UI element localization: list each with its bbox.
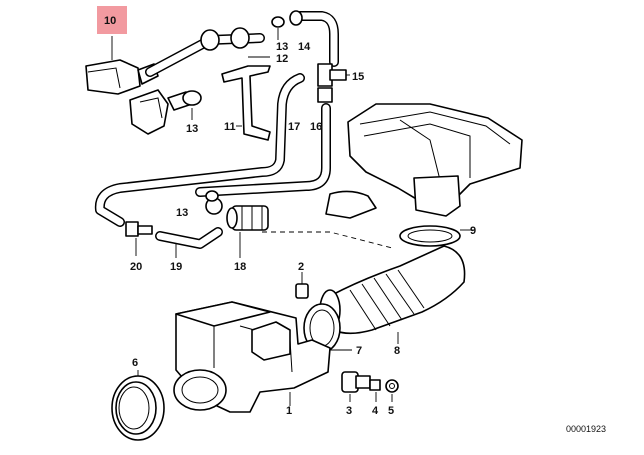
label-part-3[interactable]: 3 <box>346 405 352 417</box>
reference-number: 00001923 <box>566 424 606 434</box>
hose-16 <box>195 103 331 197</box>
label-part-19[interactable]: 19 <box>170 261 182 273</box>
sensor-3 <box>341 371 371 402</box>
hose-19 <box>155 227 223 258</box>
label-part-14[interactable]: 14 <box>298 41 311 53</box>
clamp-ring-9 <box>399 225 474 247</box>
label-part-5[interactable]: 5 <box>388 405 394 417</box>
check-valve-18 <box>226 205 269 258</box>
intake-boot-8 <box>319 245 466 344</box>
hose-14 <box>289 10 339 67</box>
highlight-box-part-10 <box>97 6 127 34</box>
connector-20 <box>125 221 153 256</box>
label-part-8[interactable]: 8 <box>394 345 400 357</box>
label-part-20[interactable]: 20 <box>130 261 142 273</box>
nut-4 <box>369 379 381 402</box>
label-part-13-top[interactable]: 13 <box>276 41 288 53</box>
plug-2 <box>295 272 309 299</box>
label-part-4[interactable]: 4 <box>372 405 379 417</box>
label-part-9[interactable]: 9 <box>470 225 476 237</box>
label-part-6[interactable]: 6 <box>132 357 138 369</box>
label-part-1[interactable]: 1 <box>286 405 292 417</box>
label-part-10[interactable]: 10 <box>104 15 116 27</box>
label-part-11[interactable]: 11 <box>224 121 236 133</box>
hose-clamp-13c <box>205 190 223 215</box>
label-part-18[interactable]: 18 <box>234 261 246 273</box>
air-filter-housing <box>325 103 523 219</box>
label-part-7[interactable]: 7 <box>356 345 362 357</box>
air-flow-meter-1 <box>173 301 331 413</box>
label-part-12[interactable]: 12 <box>276 53 288 65</box>
label-part-17[interactable]: 17 <box>288 121 300 133</box>
label-part-13-left[interactable]: 13 <box>186 123 198 135</box>
hose-17 <box>94 73 305 227</box>
hose-clamp-13b <box>271 16 285 40</box>
label-part-15[interactable]: 15 <box>352 71 364 83</box>
label-part-2[interactable]: 2 <box>298 261 304 273</box>
washer-5 <box>385 379 399 402</box>
sealing-ring-6 <box>111 370 165 441</box>
bracket-11 <box>221 65 271 141</box>
hose-clamp-13a <box>182 90 202 120</box>
t-connector-15 <box>317 63 350 103</box>
hose-12 <box>145 27 270 77</box>
label-part-16[interactable]: 16 <box>310 121 322 133</box>
label-part-13-mid[interactable]: 13 <box>176 207 188 219</box>
idle-control-valve <box>85 36 159 95</box>
assembly-line <box>262 231 393 249</box>
